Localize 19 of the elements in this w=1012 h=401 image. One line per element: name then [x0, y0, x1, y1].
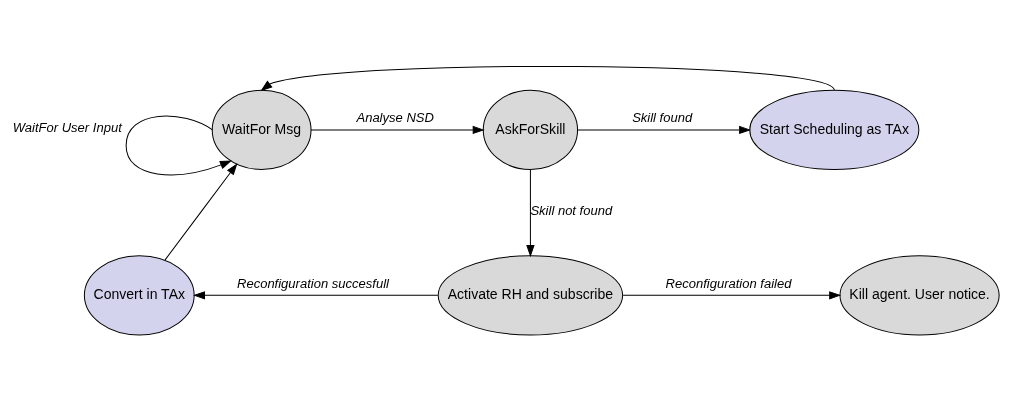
edge-label: Reconfiguration failed [665, 275, 792, 291]
edge-label: Reconfiguration succesfull [237, 275, 389, 291]
node-ellipse: Convert in TAx [83, 255, 195, 336]
edge-label: Skill found [632, 110, 693, 126]
node-ellipse: AskForSkill [482, 89, 579, 170]
arrow [194, 291, 439, 300]
arrow [261, 66, 835, 91]
arrow [164, 163, 238, 261]
edge-label: Analyse NSD [356, 110, 434, 126]
node-ellipse: Activate RH and subscribe [437, 255, 624, 336]
edge-label: WaitFor User Input [12, 120, 122, 136]
node-ellipse: Start Scheduling as TAx [749, 89, 920, 170]
arrow [125, 115, 232, 176]
node-ellipse: Kill agent. User notice. [839, 255, 1000, 336]
arrow [526, 169, 535, 257]
edge-label: Skill not found [530, 203, 613, 219]
arrow [310, 125, 484, 134]
arrow [577, 125, 751, 134]
arrow [622, 291, 841, 300]
